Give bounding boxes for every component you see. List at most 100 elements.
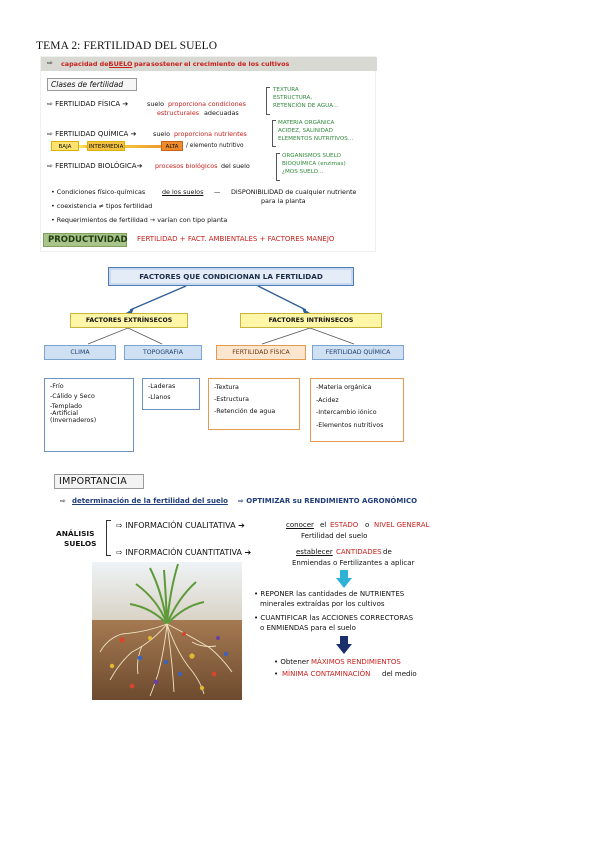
quimica-element: / elemento nutritivo bbox=[186, 143, 244, 149]
definition-part3: para bbox=[134, 60, 151, 68]
list-item: -Materia orgánica bbox=[316, 384, 372, 391]
quimica-label: ⇨ FERTILIDAD QUÍMICA ➔ bbox=[47, 130, 137, 138]
down-arrow-icon bbox=[336, 636, 352, 654]
list-item: -Cálido y Seco bbox=[50, 392, 95, 400]
biologica-item: ORGANISMOS SUELO bbox=[282, 153, 341, 159]
line1-optimizar: ⇨ OPTIMIZAR su RENDIMIENTO AGRONÓMICO bbox=[238, 497, 418, 505]
list-item: -Acidez bbox=[316, 396, 339, 404]
reponer-2: minerales extraídas por los cultivos bbox=[260, 600, 385, 608]
minima-b: MÍNIMA CONTAMINACIÓN bbox=[282, 670, 371, 678]
fisica-item: TEXTURA bbox=[273, 87, 299, 93]
line1-arrow: ⇨ bbox=[60, 497, 66, 505]
quimica-item: ACIDEZ, SALINIDAD bbox=[278, 127, 333, 134]
analisis-label-2: SUELOS bbox=[64, 539, 97, 548]
biologica-item: ¿MOS SUELO… bbox=[282, 168, 324, 175]
clima-list: -Frío -Cálido y Seco -Templado -Artifici… bbox=[44, 378, 134, 452]
clima-box: CLIMA bbox=[44, 345, 116, 360]
list-item: -Llanos bbox=[148, 393, 171, 401]
cuantificar-1: • CUANTIFICAR las ACCIONES CORRECTORAS bbox=[254, 614, 414, 622]
list-item: -Artificial bbox=[50, 410, 79, 418]
fisica-desc4: adecuadas bbox=[204, 109, 239, 117]
definition-part5: el crecimiento de los cultivos bbox=[184, 60, 290, 68]
biologica-desc1: procesos biológicos bbox=[155, 162, 218, 170]
page-title: TEMA 2: FERTILIDAD DEL SUELO bbox=[36, 40, 218, 52]
fisica-item: RETENCIÓN DE AGUA… bbox=[273, 102, 339, 109]
bullet-1d: DISPONIBILIDAD de cualquier nutriente bbox=[231, 188, 357, 196]
connector-lines bbox=[87, 285, 355, 345]
list-item: (Invernaderos) bbox=[50, 417, 97, 425]
importancia-heading: IMPORTANCIA bbox=[54, 474, 144, 489]
list-item: -Retención de agua bbox=[214, 407, 276, 415]
cual-fertilidad: Fertilidad del suelo bbox=[301, 532, 368, 540]
quimica-desc1: suelo bbox=[153, 130, 170, 138]
quimica-desc2: proporciona nutrientes bbox=[174, 130, 247, 138]
quimica-item: ELEMENTOS NUTRITIVOS… bbox=[278, 135, 354, 142]
cual-conocer: conocer bbox=[286, 521, 314, 529]
fisica-desc2: proporciona condiciones bbox=[168, 100, 246, 108]
definition-part1: capacidad del bbox=[61, 60, 111, 68]
minima-c: del medio bbox=[382, 670, 417, 678]
down-arrow-icon bbox=[336, 570, 352, 588]
fisica-desc3: estructurales bbox=[157, 109, 200, 117]
topografia-list: -Laderas -Llanos bbox=[142, 378, 200, 410]
definition-suelo: SUELO bbox=[109, 60, 133, 68]
fisica-brace bbox=[266, 87, 270, 115]
list-item: -Templado bbox=[50, 402, 82, 410]
obtener-a: • Obtener bbox=[274, 658, 309, 666]
cuantitativa-label: ⇨ INFORMACIÓN CUANTITATIVA ➔ bbox=[116, 548, 252, 557]
quimica-box: FERTILIDAD QUÍMICA bbox=[312, 345, 404, 360]
cual-nivel: NIVEL GENERAL bbox=[374, 521, 430, 529]
fisica-label: ⇨ FERTILIDAD FÍSICA ➔ bbox=[47, 100, 129, 108]
analisis-brace bbox=[106, 520, 111, 556]
cuan-de: de bbox=[383, 548, 392, 556]
definition-banner bbox=[41, 57, 377, 71]
productividad-formula: FERTILIDAD + FACT. AMBIENTALES + FACTORE… bbox=[137, 235, 335, 243]
list-item: -Estructura bbox=[214, 395, 249, 403]
importance-sheet: IMPORTANCIA ⇨ determinación de la fertil… bbox=[46, 470, 438, 704]
list-item: -Frío bbox=[50, 383, 64, 390]
level-intermedia: INTERMEDIA bbox=[87, 141, 125, 151]
minima-a: • bbox=[274, 670, 279, 678]
cual-el: el bbox=[320, 521, 327, 529]
bullet-1b: de los suelos bbox=[162, 188, 204, 196]
bullet-1e: para la planta bbox=[261, 197, 306, 205]
reponer-1: • REPONER las cantidades de NUTRIENTES bbox=[254, 590, 405, 598]
cuan-cantidades: CANTIDADES bbox=[336, 548, 382, 556]
obtener-b: MÁXIMOS RENDIMIENTOS bbox=[311, 658, 401, 666]
list-item: -Laderas bbox=[148, 383, 176, 390]
cual-o: o bbox=[365, 521, 370, 529]
list-item: -Elementos nutritivos bbox=[316, 421, 384, 429]
intrinsecos-box: FACTORES INTRÍNSECOS bbox=[240, 313, 382, 328]
line1-determinacion: determinación de la fertilidad del suelo bbox=[72, 497, 228, 505]
extrinsecos-box: FACTORES EXTRÍNSECOS bbox=[70, 313, 188, 328]
level-alta: ALTA bbox=[161, 141, 183, 151]
classes-title: Clases de fertilidad bbox=[47, 78, 137, 91]
list-item: -Intercambio iónico bbox=[316, 409, 377, 417]
list-item: -Textura bbox=[214, 384, 239, 391]
quimica-item: MATERIA ORGÁNICA bbox=[278, 120, 335, 126]
fisica-list: -Textura -Estructura -Retención de agua bbox=[208, 378, 300, 430]
fisica-box: FERTILIDAD FÍSICA bbox=[216, 345, 306, 360]
fertility-classes-sheet: ⇨ capacidad del SUELO para sostener el c… bbox=[40, 56, 377, 252]
fisica-items: TEXTURA ESTRUCTURA, RETENCIÓN DE AGUA… bbox=[273, 87, 339, 110]
quimica-items: MATERIA ORGÁNICA ACIDEZ, SALINIDAD ELEME… bbox=[278, 120, 353, 143]
quimica-list: -Materia orgánica -Acidez -Intercambio i… bbox=[310, 378, 404, 442]
biologica-desc2: del suelo bbox=[221, 162, 250, 170]
quimica-brace bbox=[272, 120, 276, 147]
fisica-item: ESTRUCTURA, bbox=[273, 94, 313, 101]
bullet-1c: — bbox=[214, 188, 221, 196]
definition-part4: sostener bbox=[151, 60, 183, 68]
biologica-item: BIOQUÍMICA (enzimas) bbox=[282, 160, 346, 167]
plant-roots-illustration bbox=[92, 562, 242, 700]
definition-arrow: ⇨ bbox=[47, 59, 53, 67]
cuan-establecer: establecer bbox=[296, 548, 333, 556]
level-baja: BAJA bbox=[51, 141, 79, 151]
level-bar bbox=[125, 145, 161, 148]
cual-estado: ESTADO bbox=[330, 521, 359, 529]
bullet-2: • coexistencia ≠ tipos fertilidad bbox=[51, 202, 153, 210]
analisis-label-1: ANÁLISIS bbox=[56, 529, 95, 538]
cuan-enmiendas: Enmiendas o Fertilizantes a aplicar bbox=[292, 559, 415, 567]
cualitativa-label: ⇨ INFORMACIÓN CUALITATIVA ➔ bbox=[116, 521, 245, 530]
biologica-brace bbox=[276, 153, 280, 181]
productividad-label: PRODUCTIVIDAD bbox=[43, 233, 128, 247]
